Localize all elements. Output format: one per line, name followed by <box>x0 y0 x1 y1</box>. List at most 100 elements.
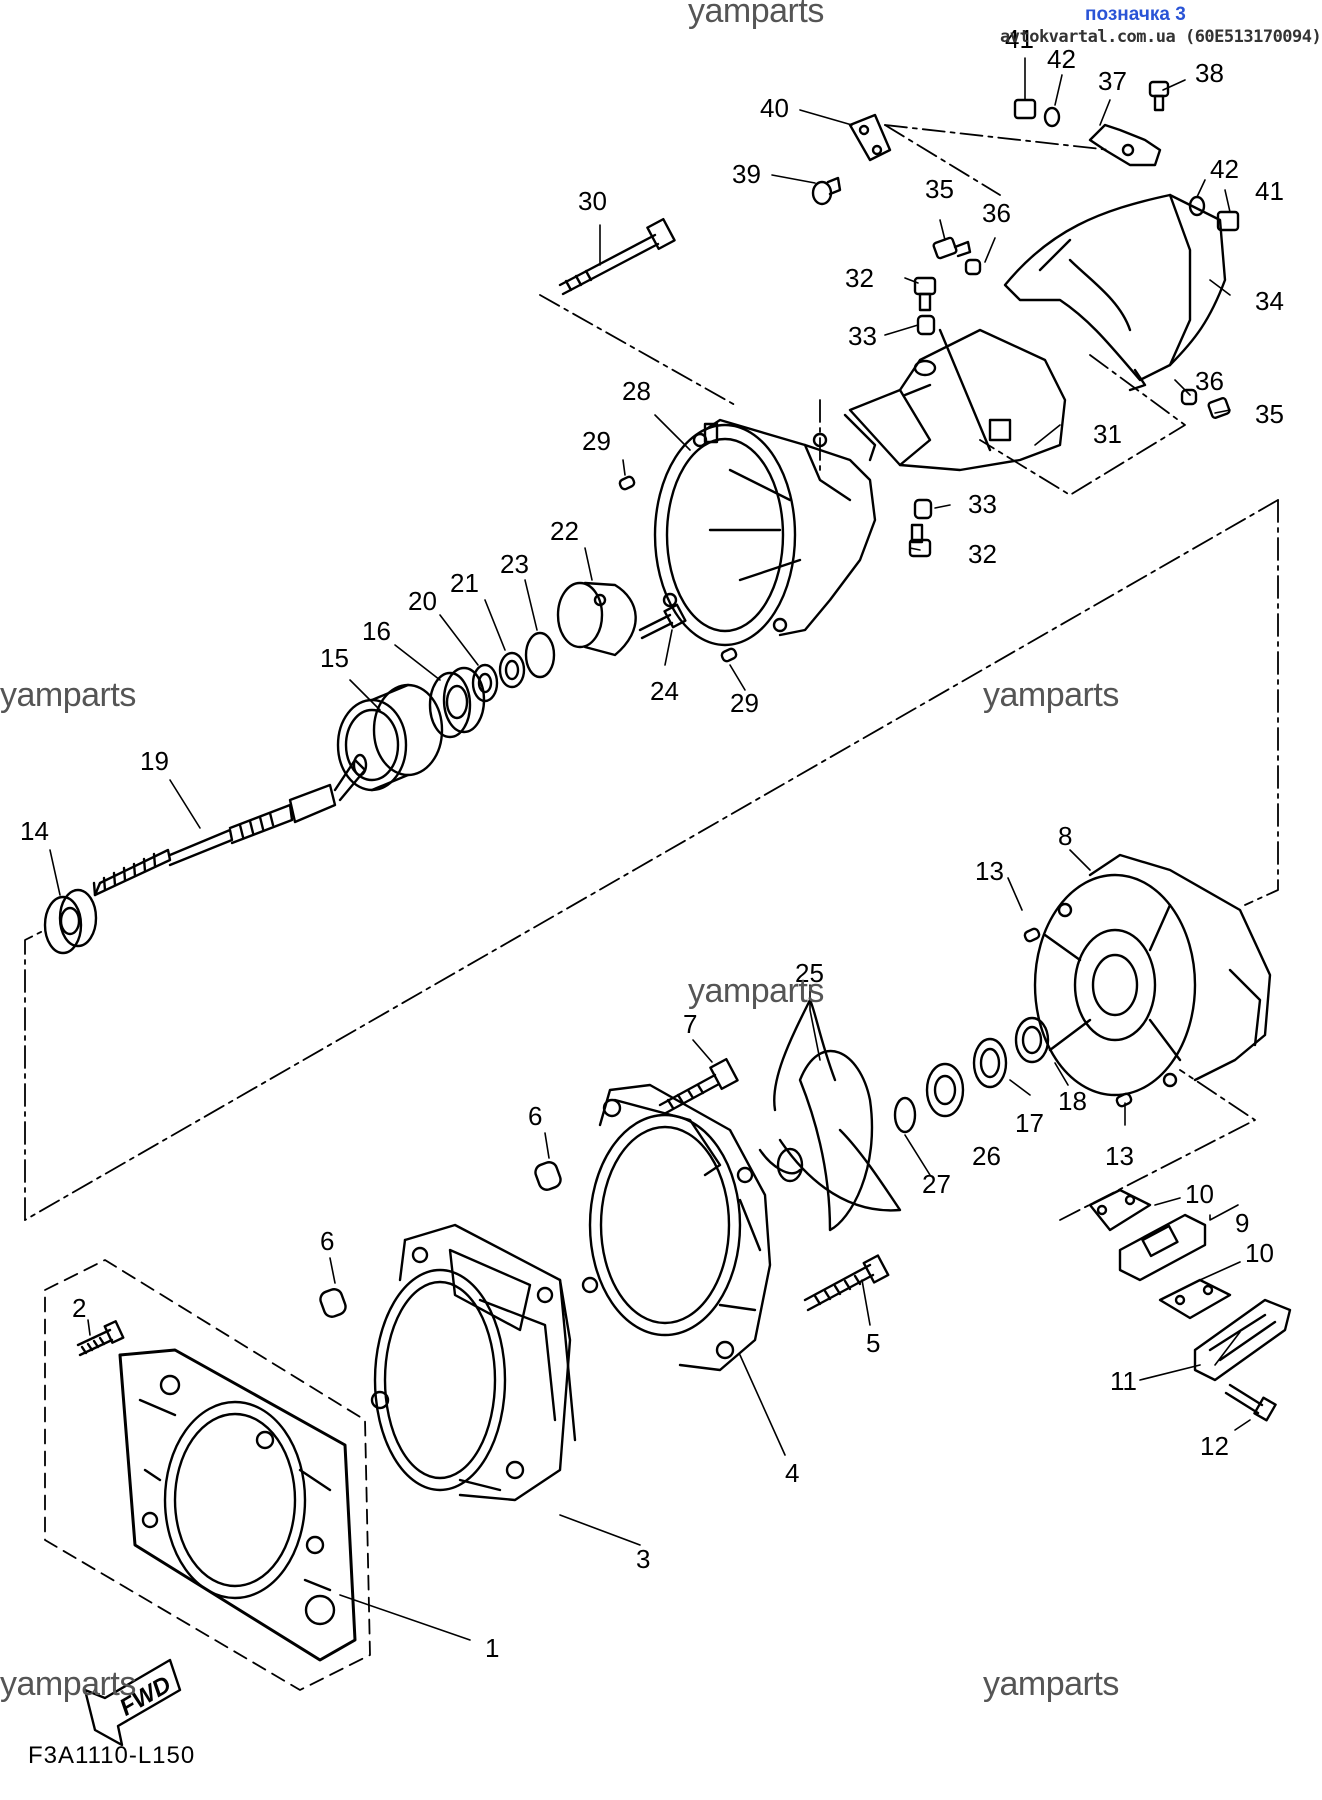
part-37-bracket <box>1088 123 1162 167</box>
callout-34: 34 <box>1255 286 1284 316</box>
part-9-spacer <box>1118 1213 1207 1282</box>
part-34-reverse-bucket <box>1003 193 1227 392</box>
part-23-oring <box>524 631 556 679</box>
part-2-bolt <box>76 1320 125 1357</box>
callout-39: 39 <box>732 159 761 189</box>
part-42-washer-top <box>1043 106 1061 128</box>
part-12-bolt <box>1224 1383 1277 1422</box>
part-41-nut-right <box>1216 210 1240 232</box>
part-11-cover <box>1193 1298 1292 1382</box>
part-8-bearing-housing <box>1033 853 1272 1097</box>
dash-dot-lines <box>24 124 1279 1221</box>
callout-31: 31 <box>1093 419 1122 449</box>
callout-7: 7 <box>683 1009 697 1039</box>
callout-40: 40 <box>760 93 789 123</box>
callout-11: 11 <box>1110 1366 1137 1396</box>
part-32-bolt-bottom <box>908 523 932 558</box>
part-33-bushing-bottom <box>913 498 933 520</box>
part-19-shaft <box>92 753 368 897</box>
part-33-bushing-top <box>916 314 936 336</box>
stamp-site: avtokvartal.com.ua (60E513170094) <box>1000 27 1322 47</box>
callout-2: 2 <box>72 1293 86 1323</box>
part-36-bushing-bottom <box>1180 388 1198 406</box>
part-17-sleeve <box>972 1037 1008 1089</box>
part-25-impeller <box>758 998 902 1232</box>
watermark-left: yamparts <box>0 676 136 714</box>
part-32-bolt-top <box>913 276 937 312</box>
part-22-cone <box>556 581 637 657</box>
callout-6a: 6 <box>320 1226 334 1256</box>
dashed-box-part-1 <box>44 1259 371 1691</box>
part-10-gasket-bottom <box>1158 1278 1232 1320</box>
part-26-bearing <box>925 1062 965 1118</box>
part-38-bolt <box>1148 80 1170 112</box>
callout-15: 15 <box>320 643 349 673</box>
part-14-bearing <box>43 888 98 955</box>
callout-17: 17 <box>1015 1108 1044 1138</box>
callout-22: 22 <box>550 516 579 546</box>
part-15-liner <box>336 683 444 792</box>
fwd-arrow-icon <box>83 1658 182 1747</box>
callout-33a: 33 <box>848 321 877 351</box>
callout-12: 12 <box>1200 1431 1229 1461</box>
diagram-code: F3A1110-L150 <box>28 1742 196 1769</box>
callout-42b: 42 <box>1210 154 1239 184</box>
callout-41a: 41 <box>1005 24 1034 54</box>
part-7-bolt <box>658 1057 739 1116</box>
part-28-nozzle-housing <box>653 418 877 647</box>
callout-21: 21 <box>450 568 479 598</box>
callout-9: 9 <box>1235 1208 1249 1238</box>
part-21-washer <box>498 651 526 689</box>
callout-28: 28 <box>622 376 651 406</box>
callout-18: 18 <box>1058 1086 1087 1116</box>
callout-35a: 35 <box>925 174 954 204</box>
callout-10a: 10 <box>1185 1179 1214 1209</box>
callout-30: 30 <box>578 186 607 216</box>
callout-10b: 10 <box>1245 1238 1274 1268</box>
callout-23: 23 <box>500 549 529 579</box>
callout-4: 4 <box>785 1458 799 1488</box>
part-24-bolt <box>638 603 687 640</box>
callout-24: 24 <box>650 676 679 706</box>
callout-14: 14 <box>20 816 49 846</box>
callout-29b: 29 <box>730 688 759 718</box>
part-20-ring <box>471 663 499 703</box>
part-39-bolt <box>811 176 842 206</box>
watermark-bottom-left: yamparts <box>0 1665 136 1703</box>
part-4-pump-housing <box>581 1083 772 1372</box>
callout-8: 8 <box>1058 821 1072 851</box>
callout-16: 16 <box>362 616 391 646</box>
part-18-seal <box>1014 1016 1050 1064</box>
part-6-pins <box>319 1161 562 1318</box>
leader-lines <box>49 57 1251 1641</box>
part-36-bushing-top <box>964 258 982 276</box>
callout-19: 19 <box>140 746 169 776</box>
callout-13a: 13 <box>975 856 1004 886</box>
part-40-bracket <box>848 113 892 162</box>
part-10-gasket-top <box>1088 1188 1152 1232</box>
watermark-center: yamparts <box>688 972 824 1010</box>
callout-32a: 32 <box>845 263 874 293</box>
part-31-steering-nozzle <box>843 328 1067 472</box>
part-5-bolt <box>803 1254 890 1312</box>
callout-26: 26 <box>972 1141 1001 1171</box>
part-41-nut-top <box>1013 98 1037 120</box>
callout-27: 27 <box>922 1169 951 1199</box>
callout-35b: 35 <box>1255 399 1284 429</box>
part-30-bolt <box>558 217 676 296</box>
callout-33b: 33 <box>968 489 997 519</box>
callout-29a: 29 <box>582 426 611 456</box>
callout-38: 38 <box>1195 58 1224 88</box>
watermark-top: yamparts <box>688 0 824 30</box>
callout-5: 5 <box>866 1328 880 1358</box>
callout-36b: 36 <box>1195 366 1224 396</box>
part-35-bolt-bottom <box>1207 397 1231 419</box>
callout-13b: 13 <box>1105 1141 1134 1171</box>
callout-36a: 36 <box>982 198 1011 228</box>
callout-numbers: 1 2 3 4 5 6 6 7 8 9 10 10 11 12 13 13 14… <box>20 24 1284 1663</box>
callout-25: 25 <box>795 958 824 988</box>
part-27-oring <box>893 1096 917 1134</box>
callout-42a: 42 <box>1047 44 1076 74</box>
callout-1: 1 <box>485 1633 499 1663</box>
